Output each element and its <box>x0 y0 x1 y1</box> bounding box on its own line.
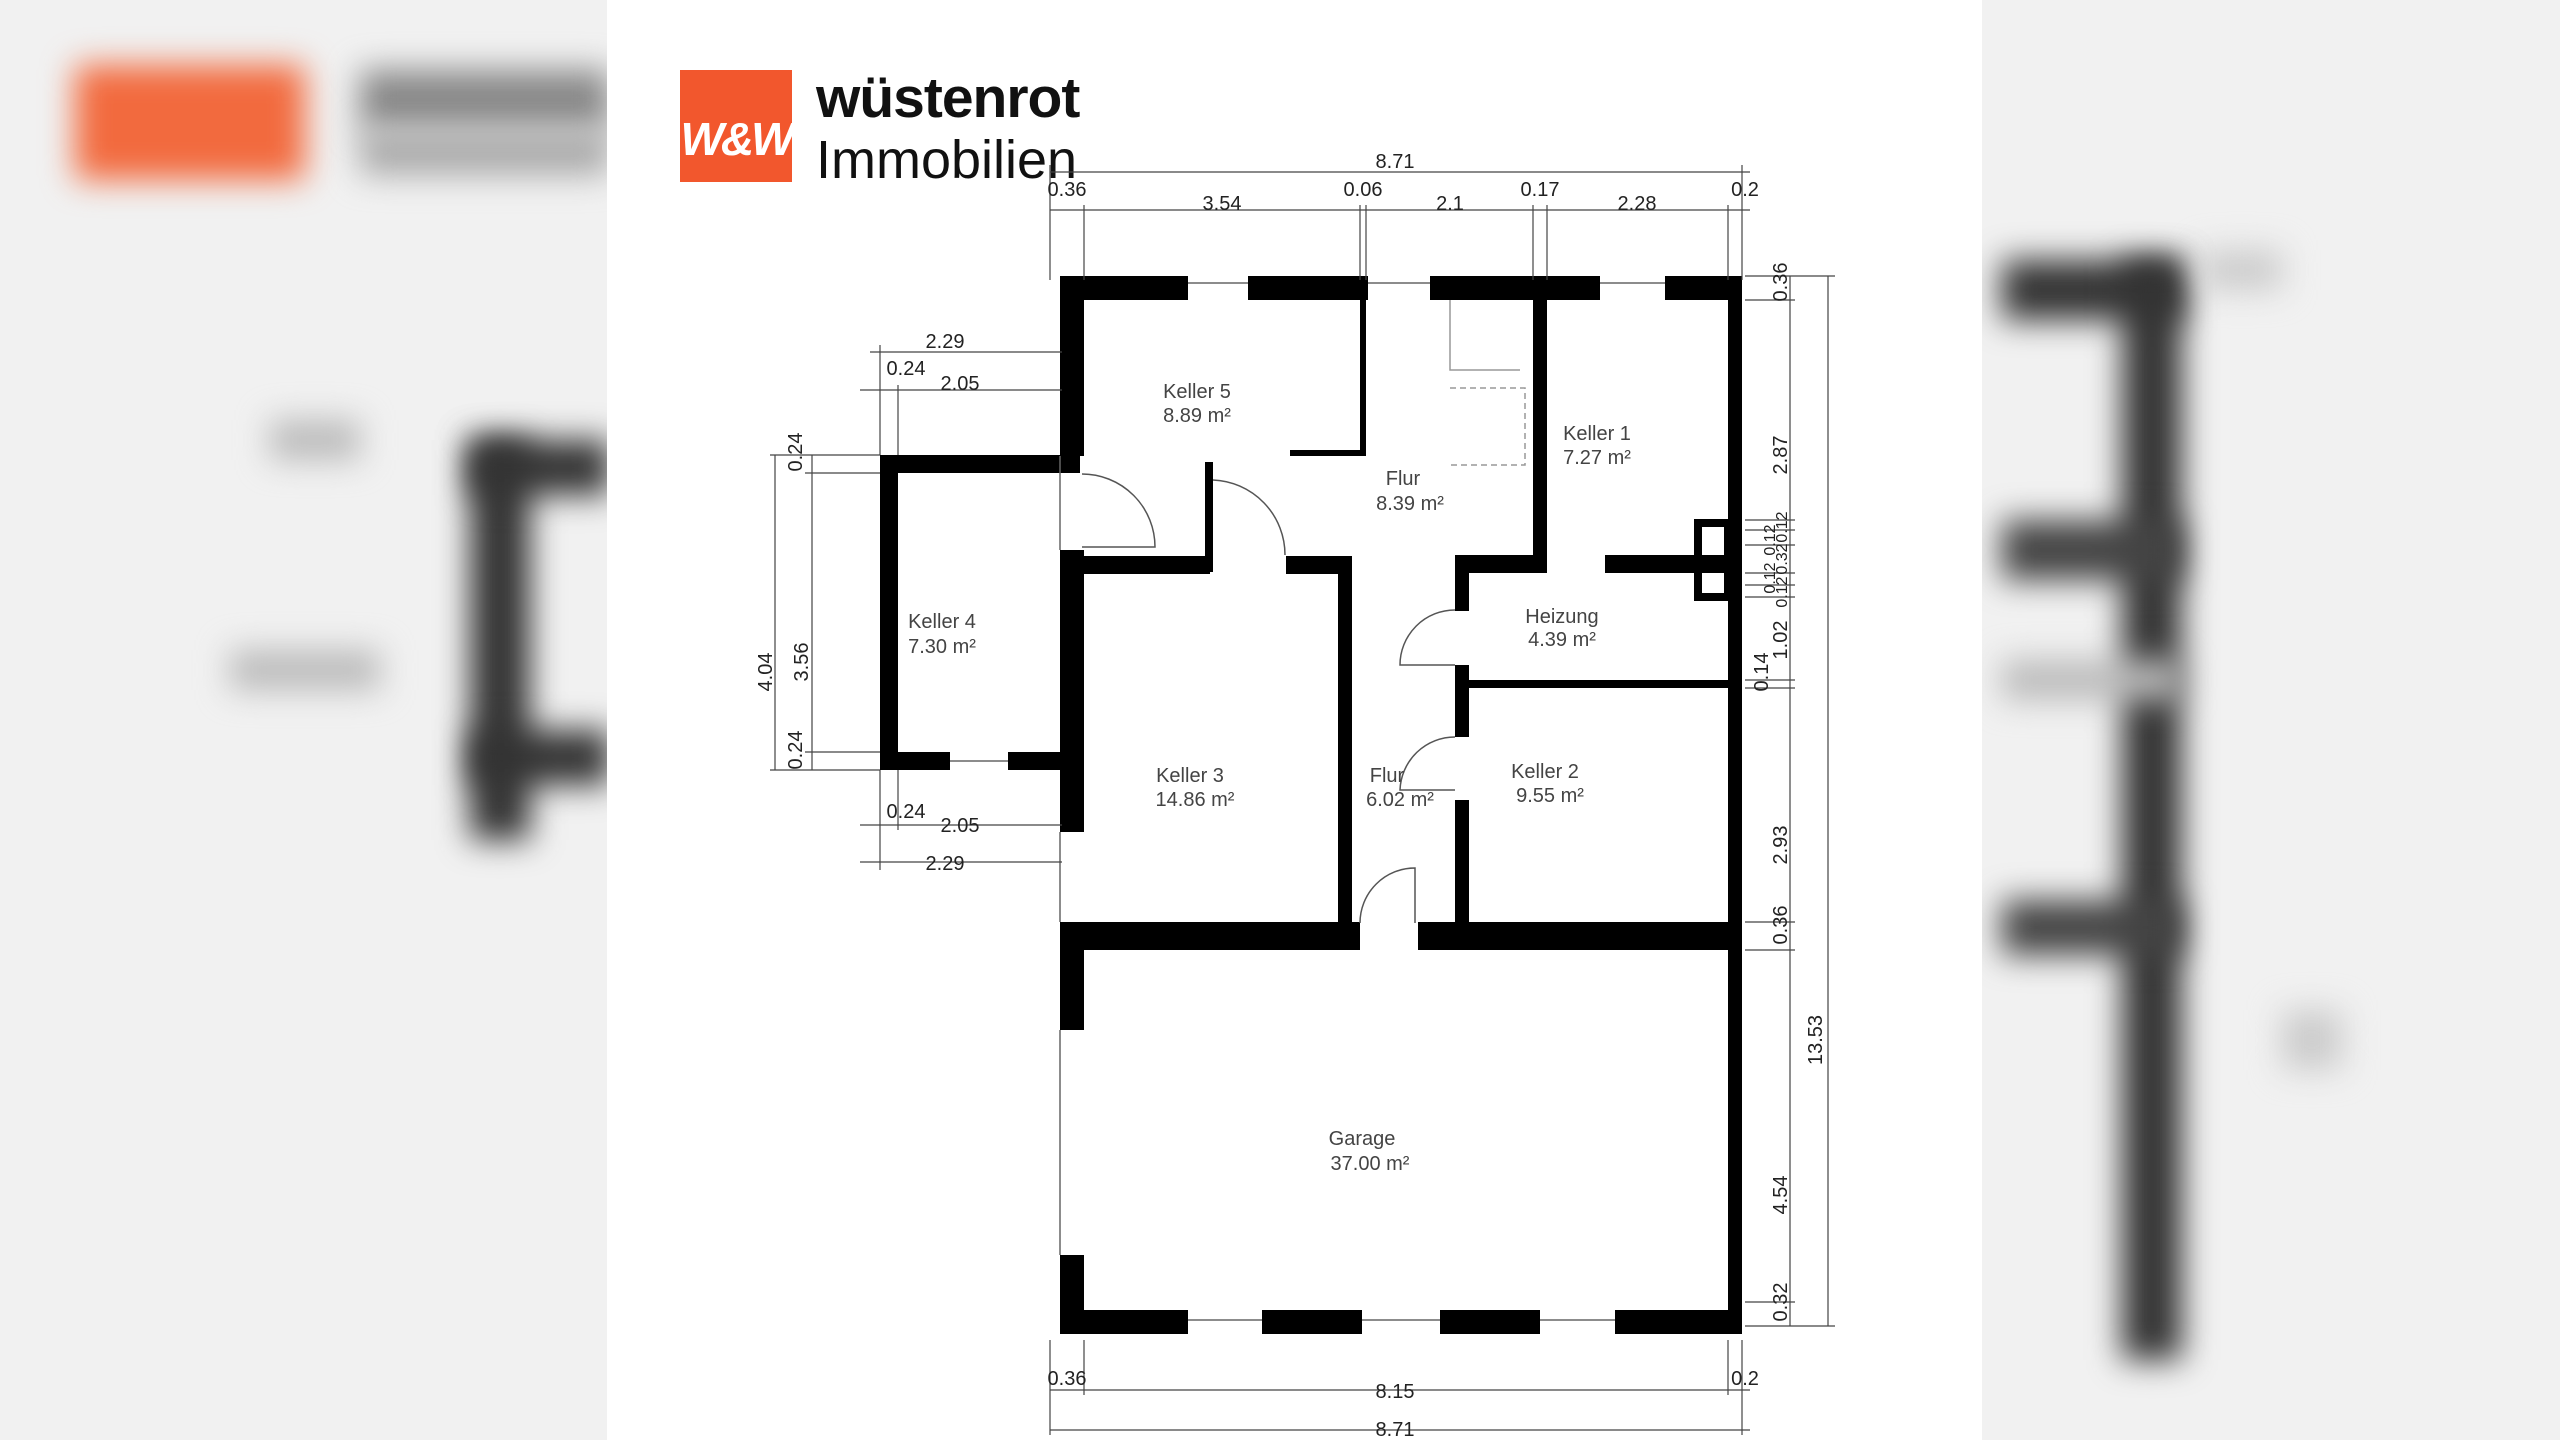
dim-top-5: 2.28 <box>1618 193 1657 215</box>
dim-left-lower-0: 0.24 <box>887 801 926 823</box>
dim-left-upper-0: 2.29 <box>926 331 965 353</box>
windows <box>950 282 1665 1321</box>
room-heizung-name: Heizung <box>1525 606 1598 628</box>
blurred-backdrop-right <box>1982 0 2560 1440</box>
dimension-labels: 8.71 0.36 3.54 0.06 2.1 0.17 2.28 0.2 0.… <box>755 151 1827 1440</box>
room-keller1-name: Keller 1 <box>1563 423 1631 445</box>
dim-right-8: 0.14 <box>1751 653 1773 692</box>
blurred-backdrop-left <box>0 0 607 1440</box>
dim-right-7: 1.02 <box>1770 621 1792 660</box>
dim-bottom-total: 8.71 <box>1376 1419 1415 1440</box>
room-keller5-name: Keller 5 <box>1163 381 1231 403</box>
room-keller3-area: 14.86 m² <box>1156 789 1235 811</box>
room-keller4-name: Keller 4 <box>908 611 976 633</box>
logo-mark: W&W <box>680 70 795 182</box>
dim-right-0: 0.36 <box>1770 263 1792 302</box>
logo-mark-text: W&W <box>680 113 794 165</box>
room-heizung-area: 4.39 m² <box>1528 629 1596 651</box>
room-flur-top-area: 8.39 m² <box>1376 493 1444 515</box>
dim-top-total: 8.71 <box>1376 151 1415 173</box>
room-flur-mid-area: 6.02 m² <box>1366 789 1434 811</box>
dim-left-vert-2: 3.56 <box>791 643 813 682</box>
dim-right-5: 0.12 <box>1762 562 1779 593</box>
dim-left-lower-2: 2.29 <box>926 853 965 875</box>
dim-right-4: 0.32 <box>1774 543 1791 574</box>
dim-right-2: 0.12 <box>1774 511 1791 542</box>
room-keller5-area: 8.89 m² <box>1163 405 1231 427</box>
room-flur-mid-name: Flur <box>1370 765 1405 787</box>
dim-top-6: 0.2 <box>1731 179 1759 201</box>
dim-left-upper-1: 0.24 <box>887 358 926 380</box>
logo-brand: wüstenrot <box>816 66 1080 130</box>
dim-right-6: 0.12 <box>1774 576 1791 607</box>
dim-right-9: 2.93 <box>1770 826 1792 865</box>
dim-top-3: 2.1 <box>1436 193 1464 215</box>
dim-top-2: 0.06 <box>1344 179 1383 201</box>
dim-top-4: 0.17 <box>1521 179 1560 201</box>
door-swings <box>1081 300 1526 924</box>
room-keller2-name: Keller 2 <box>1511 761 1579 783</box>
dim-left-lower-1: 2.05 <box>941 815 980 837</box>
room-garage-name: Garage <box>1329 1128 1396 1150</box>
room-keller3-name: Keller 3 <box>1156 765 1224 787</box>
dim-bottom-2: 0.2 <box>1731 1368 1759 1390</box>
dim-top-1: 3.54 <box>1203 193 1242 215</box>
room-keller4-area: 7.30 m² <box>908 636 976 658</box>
room-labels: Keller 5 8.89 m² Flur 8.39 m² Keller 1 7… <box>908 381 1631 1175</box>
room-garage-area: 37.00 m² <box>1331 1153 1410 1175</box>
dim-right-11: 4.54 <box>1770 1176 1792 1215</box>
floor-plan-panel <box>607 0 1982 1440</box>
dim-left-vert-1: 4.04 <box>755 653 777 692</box>
dim-bottom-0: 0.36 <box>1048 1368 1087 1390</box>
room-keller1-area: 7.27 m² <box>1563 447 1631 469</box>
dim-right-total: 13.53 <box>1805 1015 1827 1065</box>
dim-right-1: 2.87 <box>1770 436 1792 475</box>
dim-left-upper-2: 2.05 <box>941 373 980 395</box>
room-flur-top-name: Flur <box>1386 468 1421 490</box>
dim-left-vert-3: 0.24 <box>785 731 807 770</box>
dimension-lines <box>770 165 1835 1435</box>
logo-subtitle: Immobilien <box>816 130 1078 190</box>
dim-right-12: 0.32 <box>1770 1283 1792 1322</box>
dim-right-3: 0.12 <box>1762 524 1779 555</box>
wuestenrot-logo: W&W wüstenrot Immobilien <box>680 66 1080 190</box>
dim-left-vert-0: 0.24 <box>785 433 807 472</box>
dim-right-10: 0.36 <box>1770 906 1792 945</box>
dim-bottom-1: 8.15 <box>1376 1381 1415 1403</box>
dim-top-0: 0.36 <box>1048 179 1087 201</box>
walls <box>880 276 1742 1334</box>
room-keller2-area: 9.55 m² <box>1516 785 1584 807</box>
